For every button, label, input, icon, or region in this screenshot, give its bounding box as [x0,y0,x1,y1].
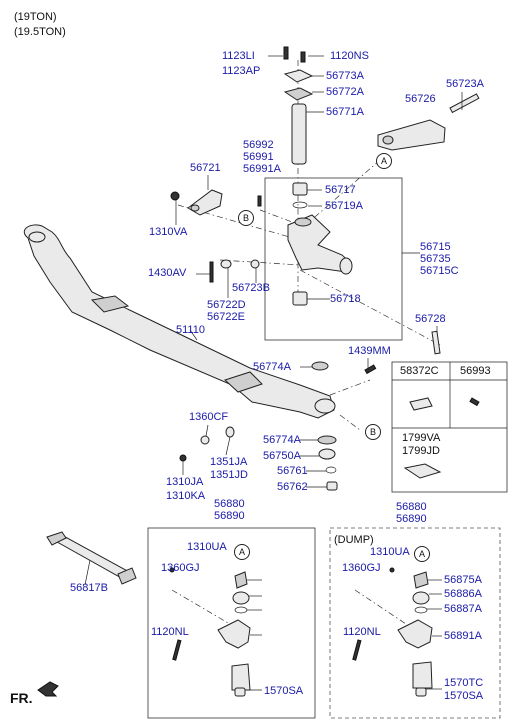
callout-a-right: A [414,546,430,562]
label-56715[interactable]: 56715 [420,241,451,253]
label-1351JD[interactable]: 1351JD [210,469,248,481]
knuckle-arm-56721 [170,189,223,216]
label-56719A[interactable]: 56719A [325,200,363,212]
label-1430AV[interactable]: 1430AV [148,267,187,279]
label-56887A[interactable]: 56887A [444,603,482,615]
label-1123AP[interactable]: 1123AP [222,65,261,77]
label-1123LI[interactable]: 1123LI [222,50,255,62]
label-56722D[interactable]: 56722D [207,299,246,311]
label-1439MM[interactable]: 1439MM [348,345,391,357]
label-56735[interactable]: 56735 [420,253,451,265]
front-arrow-icon [37,681,59,697]
dump-tie-rod-end-box [329,527,501,719]
model-line-1: (19TON) [14,11,57,23]
label-56723B[interactable]: 56723B [232,282,270,294]
label-56717[interactable]: 56717 [325,184,356,196]
callout-b-lower: B [365,424,381,440]
label-1120NS[interactable]: 1120NS [330,50,369,62]
label-1570SA-left[interactable]: 1570SA [264,685,304,697]
label-1120NL-left[interactable]: 1120NL [151,626,189,638]
label-56890-left[interactable]: 56890 [214,510,245,522]
callout-a-left: A [234,544,250,560]
tie-rod-end-dump [352,567,433,697]
label-1360GJ-left[interactable]: 1360GJ [161,562,200,574]
label-56880-right[interactable]: 56880 [396,501,427,513]
label-56715C[interactable]: 56715C [420,265,459,277]
inset-header-58372C[interactable]: 58372C [400,365,439,377]
axle-beam [23,224,336,419]
label-56992[interactable]: 56992 [243,139,274,151]
inset-header-56993[interactable]: 56993 [460,365,491,377]
leader-lines [84,55,463,691]
inset-parts [403,397,480,479]
label-56880-left[interactable]: 56880 [214,498,245,510]
inset-label-1799VA[interactable]: 1799VA [402,432,441,444]
tie-rod-end-box [147,527,316,719]
label-56772A[interactable]: 56772A [326,86,364,98]
kingpin-parts [257,46,353,306]
label-1570TC[interactable]: 1570TC [444,677,484,689]
label-56774A-top[interactable]: 56774A [253,361,291,373]
label-56817B[interactable]: 56817B [70,582,108,594]
label-56891A[interactable]: 56891A [444,630,482,642]
label-1310VA[interactable]: 1310VA [149,226,188,238]
callout-b-upper: B [238,210,254,226]
front-label: FR. [10,690,33,706]
label-1570SA-right[interactable]: 1570SA [444,690,484,702]
label-56721[interactable]: 56721 [190,162,221,174]
label-56723A[interactable]: 56723A [446,78,484,90]
label-56875A[interactable]: 56875A [444,574,482,586]
model-line-2: (19.5TON) [14,26,66,38]
label-1120NL-right[interactable]: 1120NL [343,626,381,638]
label-1310UA-left[interactable]: 1310UA [187,541,227,553]
label-56890-right[interactable]: 56890 [396,513,427,525]
label-56761[interactable]: 56761 [277,465,308,477]
kingpin-group-box [264,177,403,341]
fasteners [179,259,441,491]
label-56718[interactable]: 56718 [330,293,361,305]
label-56991[interactable]: 56991 [243,151,274,163]
steering-arm-56726 [377,93,480,151]
label-51110[interactable]: 51110 [176,324,205,336]
label-1351JA[interactable]: 1351JA [210,456,248,468]
label-56722E[interactable]: 56722E [207,311,245,323]
label-56991A[interactable]: 56991A [243,163,281,175]
label-1310UA-right[interactable]: 1310UA [370,546,410,558]
inset-label-1799JD[interactable]: 1799JD [402,445,440,457]
inset-table [391,361,508,493]
label-56886A[interactable]: 56886A [444,588,482,600]
dump-label: (DUMP) [334,534,374,546]
callout-a-upper: A [376,153,392,169]
label-1360CF[interactable]: 1360CF [189,411,229,423]
label-56726[interactable]: 56726 [405,93,436,105]
label-56774A-bottom[interactable]: 56774A [263,434,301,446]
label-56728[interactable]: 56728 [415,313,446,325]
label-1360GJ-right[interactable]: 1360GJ [342,562,381,574]
label-56773A[interactable]: 56773A [326,70,364,82]
label-56771A[interactable]: 56771A [326,106,364,118]
tie-rod-56817B [46,531,137,585]
label-1310KA[interactable]: 1310KA [166,490,206,502]
label-56750A[interactable]: 56750A [263,450,301,462]
label-1310JA[interactable]: 1310JA [166,476,204,488]
label-56762[interactable]: 56762 [277,481,308,493]
